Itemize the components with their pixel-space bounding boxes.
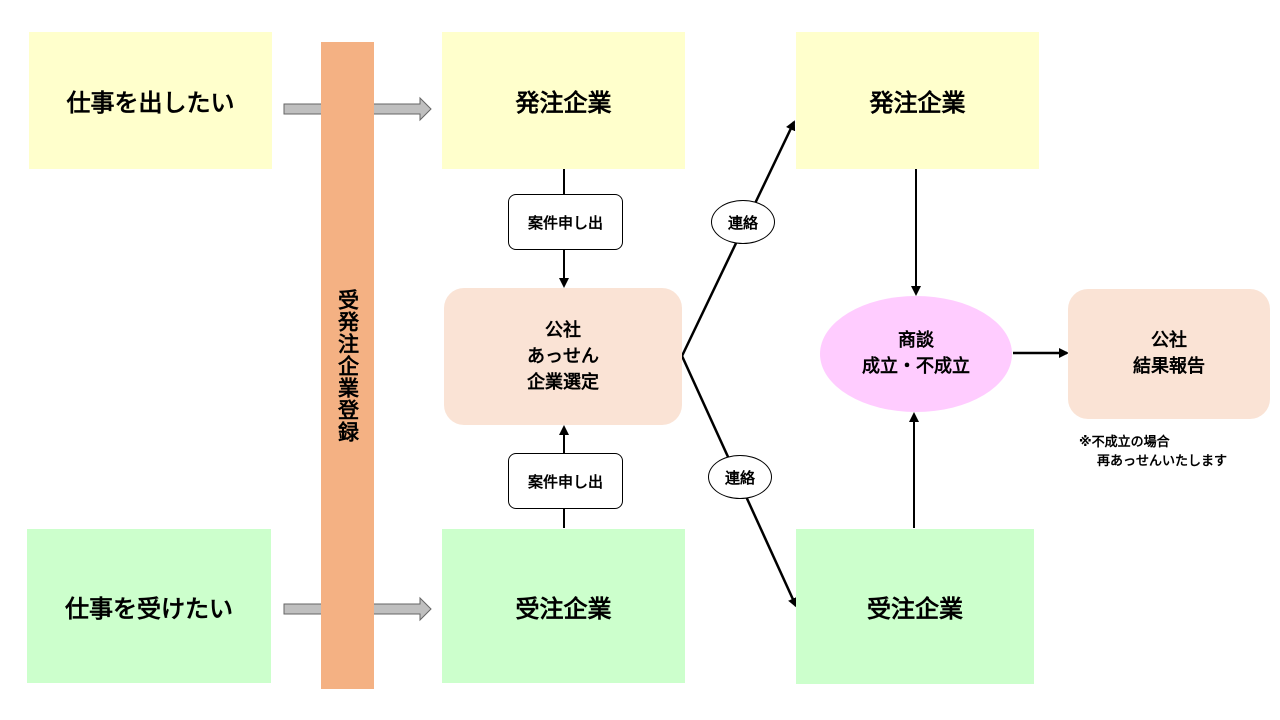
negotiation-line-1: 商談 — [898, 330, 934, 351]
corp-line-3: 企業選定 — [527, 371, 599, 393]
receiving-company-box-2: 受注企業 — [796, 529, 1034, 684]
negotiation-ellipse: 商談 成立・不成立 — [820, 296, 1012, 412]
want-to-order-label: 仕事を出したい — [66, 89, 235, 117]
request-tag-bottom-label: 案件申し出 — [527, 472, 603, 491]
registration-bar: 受発注企業登録 — [321, 42, 374, 689]
want-to-order-box: 仕事を出したい — [29, 32, 272, 169]
ordering-company-label-2: 発注企業 — [869, 89, 966, 117]
request-tag-bottom: 案件申し出 — [508, 453, 623, 509]
note-line-2: 再あっせんいたします — [1097, 454, 1228, 469]
ordering-company-box: 発注企業 — [442, 32, 685, 169]
corporation-matching-box: 公社 あっせん 企業選定 — [444, 288, 682, 425]
rematch-note: ※不成立の場合 再あっせんいたします — [1079, 433, 1227, 471]
corp-line-1: 公社 — [545, 319, 581, 341]
ordering-company-box-2: 発注企業 — [796, 32, 1039, 169]
receiving-company-box: 受注企業 — [442, 529, 685, 683]
receiving-company-label-2: 受注企業 — [867, 595, 963, 623]
contact-oval-top: 連絡 — [711, 200, 775, 244]
contact-bottom-label: 連絡 — [724, 468, 755, 487]
contact-top-label: 連絡 — [727, 213, 758, 232]
negotiation-line-2: 成立・不成立 — [862, 356, 970, 377]
request-tag-top: 案件申し出 — [508, 194, 623, 250]
contact-oval-bottom: 連絡 — [708, 455, 772, 499]
request-tag-top-label: 案件申し出 — [527, 213, 603, 232]
want-to-receive-box: 仕事を受けたい — [27, 529, 271, 683]
report-line-2: 結果報告 — [1133, 356, 1205, 377]
corp-line-2: あっせん — [527, 345, 599, 367]
report-line-1: 公社 — [1151, 330, 1187, 351]
ordering-company-label: 発注企業 — [515, 89, 612, 117]
result-report-box: 公社 結果報告 — [1068, 289, 1270, 419]
registration-label: 受発注企業登録 — [335, 288, 360, 443]
want-to-receive-label: 仕事を受けたい — [65, 594, 233, 623]
receiving-company-label: 受注企業 — [515, 594, 612, 623]
note-line-1: ※不成立の場合 — [1079, 435, 1170, 450]
